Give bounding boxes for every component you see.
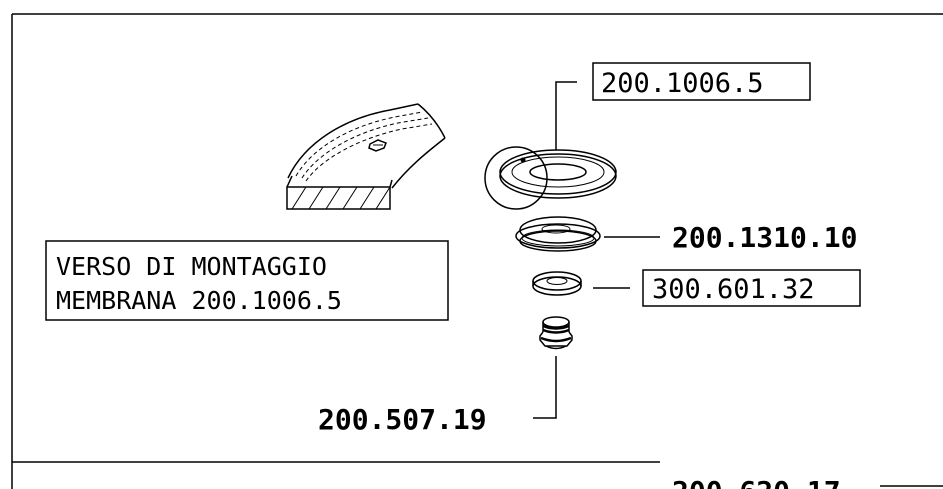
label-nozzle-leader	[533, 356, 557, 419]
label-membrane-text: 200.1006.5	[601, 68, 764, 99]
membrane-cross-section-illustration	[286, 103, 446, 210]
label-disc: 200.1310.10	[672, 221, 857, 254]
label-washer-text: 300.601.32	[652, 274, 815, 305]
label-bottom-cut: 200.620.17	[672, 475, 841, 489]
disc-part	[515, 216, 601, 252]
mounting-note-box: VERSO DI MONTAGGIO MEMBRANA 200.1006.5	[45, 240, 449, 321]
bottom-cut-off-frame	[12, 461, 943, 487]
nozzle-part	[539, 316, 573, 350]
label-washer: 300.601.32	[642, 269, 861, 307]
washer-part	[532, 271, 582, 296]
note-line-1: VERSO DI MONTAGGIO	[56, 252, 327, 281]
membrane-ring-part	[484, 146, 617, 210]
note-line-2: MEMBRANA 200.1006.5	[56, 286, 342, 315]
drawing-frame	[11, 13, 943, 489]
label-nozzle: 200.507.19	[318, 403, 487, 436]
label-membrane-leader	[555, 81, 577, 150]
label-membrane: 200.1006.5	[592, 62, 811, 101]
